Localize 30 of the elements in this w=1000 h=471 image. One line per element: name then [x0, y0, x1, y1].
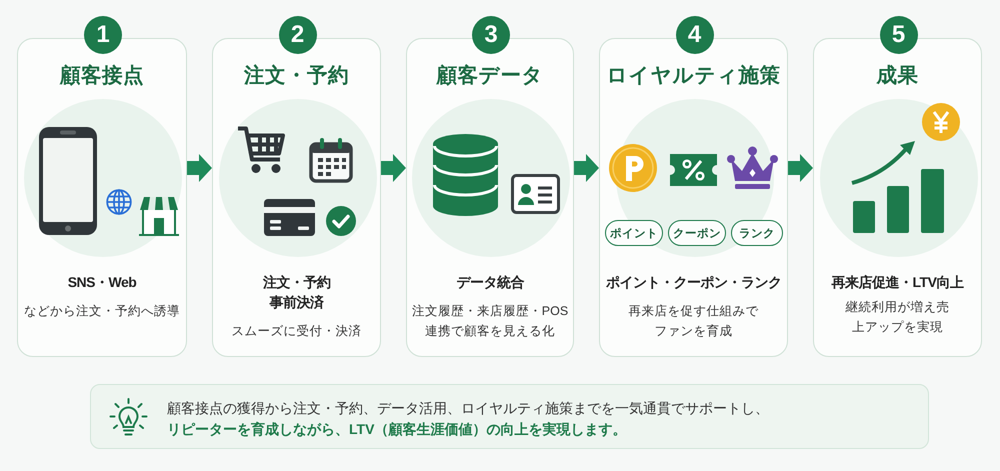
description-text: などから注文・予約へ誘導 — [24, 303, 180, 320]
step-number-badge: 2 — [278, 16, 316, 54]
arrow — [788, 154, 813, 182]
step-number-badge: 3 — [472, 16, 510, 54]
note-text: 顧客接点の獲得から注文・予約、データ活用、ロイヤルティ施策までを一気通貫でサポートし、 — [167, 399, 769, 418]
summary-text: 注文・予約事前決済 — [262, 273, 332, 312]
step-heading: ロイヤルティ施策 — [606, 64, 780, 88]
tag-pill: ポイント — [605, 220, 663, 246]
note-box — [90, 384, 929, 449]
summary-text: 再来店促進・LTV向上 — [832, 273, 964, 292]
step-number-badge: 5 — [880, 16, 918, 54]
arrow — [381, 154, 406, 182]
description-text: スムーズに受付・決済 — [232, 323, 362, 340]
step-heading: 成果 — [876, 64, 918, 88]
summary-text: データ統合 — [456, 273, 524, 292]
tag-pill: ランク — [731, 220, 783, 246]
arrow — [187, 154, 212, 182]
description-text: 継続利用が増え売上アップを実現 — [844, 299, 950, 336]
step-heading: 注文・予約 — [244, 64, 349, 88]
summary-text: SNS・Web — [68, 273, 136, 292]
summary-text: ポイント・クーポン・ランク — [606, 273, 782, 292]
step-number-badge: 1 — [84, 16, 122, 54]
step-heading: 顧客接点 — [60, 64, 144, 88]
note-text: リピーターを育成しながら、LTV（顧客生涯価値）の向上を実現します。 — [167, 420, 626, 439]
description-text: 注文履歴・来店履歴・POS連携で顧客を見える化 — [410, 303, 570, 340]
description-text: 再来店を促す仕組みでファンを育成 — [628, 303, 758, 340]
arrow — [574, 154, 599, 182]
step-heading: 顧客データ — [436, 64, 544, 88]
tag-pill: クーポン — [668, 220, 726, 246]
step-number-badge: 4 — [676, 16, 714, 54]
